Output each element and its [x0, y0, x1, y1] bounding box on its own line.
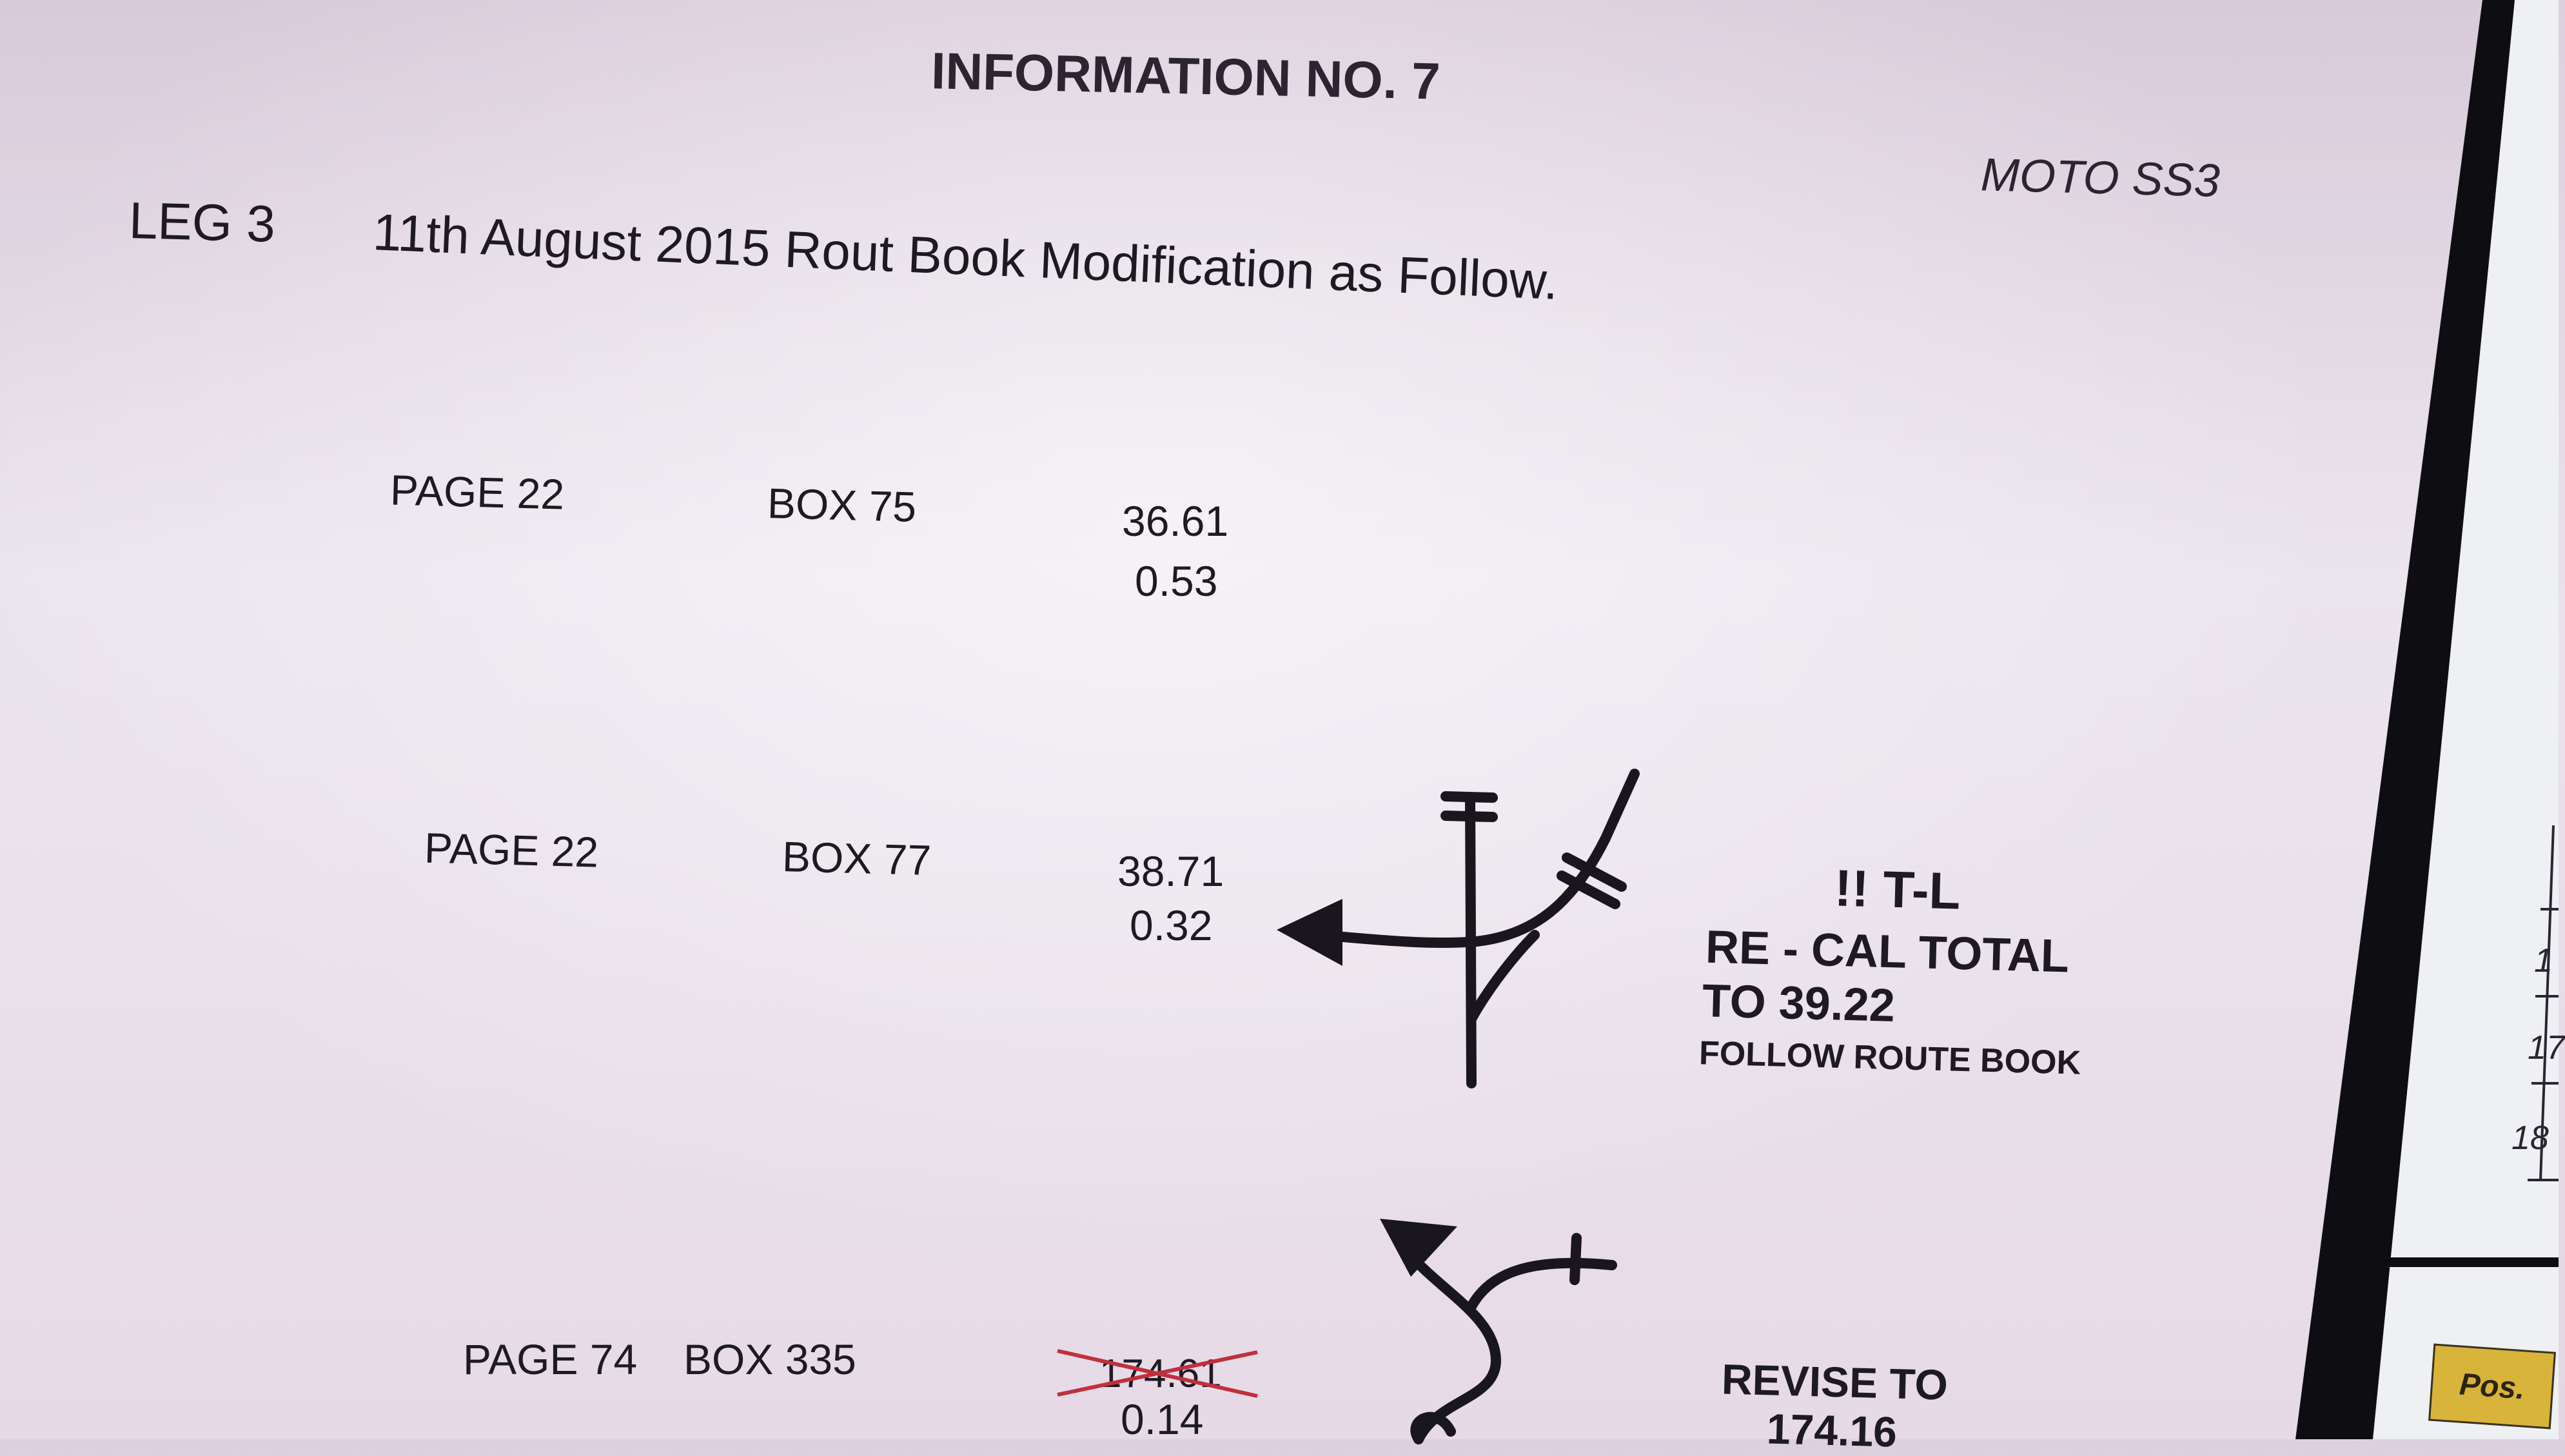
note-revised-value: 174.16	[1766, 1404, 1898, 1456]
entry-total-distance: 38.71	[1117, 847, 1224, 895]
tulip-diagram-turn-left-icon	[1277, 769, 1640, 1088]
entry-total-distance: 36.61	[1122, 497, 1229, 545]
note-follow-route-book: FOLLOW ROUTE BOOK	[1698, 1034, 2081, 1082]
entry-partial-distance: 0.53	[1135, 557, 1218, 605]
side-row-number: 18	[2511, 1119, 2549, 1157]
entry-page: PAGE 22	[389, 466, 565, 518]
side-row-number: 17	[2528, 1029, 2565, 1067]
entry-partial-distance: 0.32	[1130, 901, 1213, 949]
modification-subtitle: 11th August 2015 Rout Book Modification …	[371, 203, 1560, 310]
position-tab[interactable]: Pos.	[2428, 1343, 2556, 1430]
leg-label: LEG 3	[128, 192, 276, 253]
side-row-number: 1	[2534, 942, 2553, 979]
entry-page: PAGE 74	[463, 1335, 638, 1383]
document-title: INFORMATION NO. 7	[930, 42, 1441, 110]
cross-out-icon	[1057, 1349, 1258, 1398]
entry-box: BOX 75	[767, 478, 918, 531]
entry-box: BOX 77	[781, 832, 932, 885]
class-label: MOTO SS3	[1980, 149, 2221, 207]
note-recal-value: TO 39.22	[1702, 975, 1896, 1032]
entry-box: BOX 335	[683, 1335, 856, 1383]
entry-page: PAGE 22	[424, 823, 600, 876]
monitor-bezel	[2295, 0, 2559, 1439]
struck-total-distance: 174.61	[1051, 1344, 1264, 1402]
entry-partial-distance: 0.14	[1121, 1395, 1204, 1443]
tulip-diagram-bend-icon	[1380, 1219, 1617, 1444]
note-turn-left: !! T-L	[1833, 859, 1961, 920]
note-recal-total: RE - CAL TOTAL	[1705, 921, 2070, 983]
note-revise-to: REVISE TO	[1721, 1355, 1949, 1409]
